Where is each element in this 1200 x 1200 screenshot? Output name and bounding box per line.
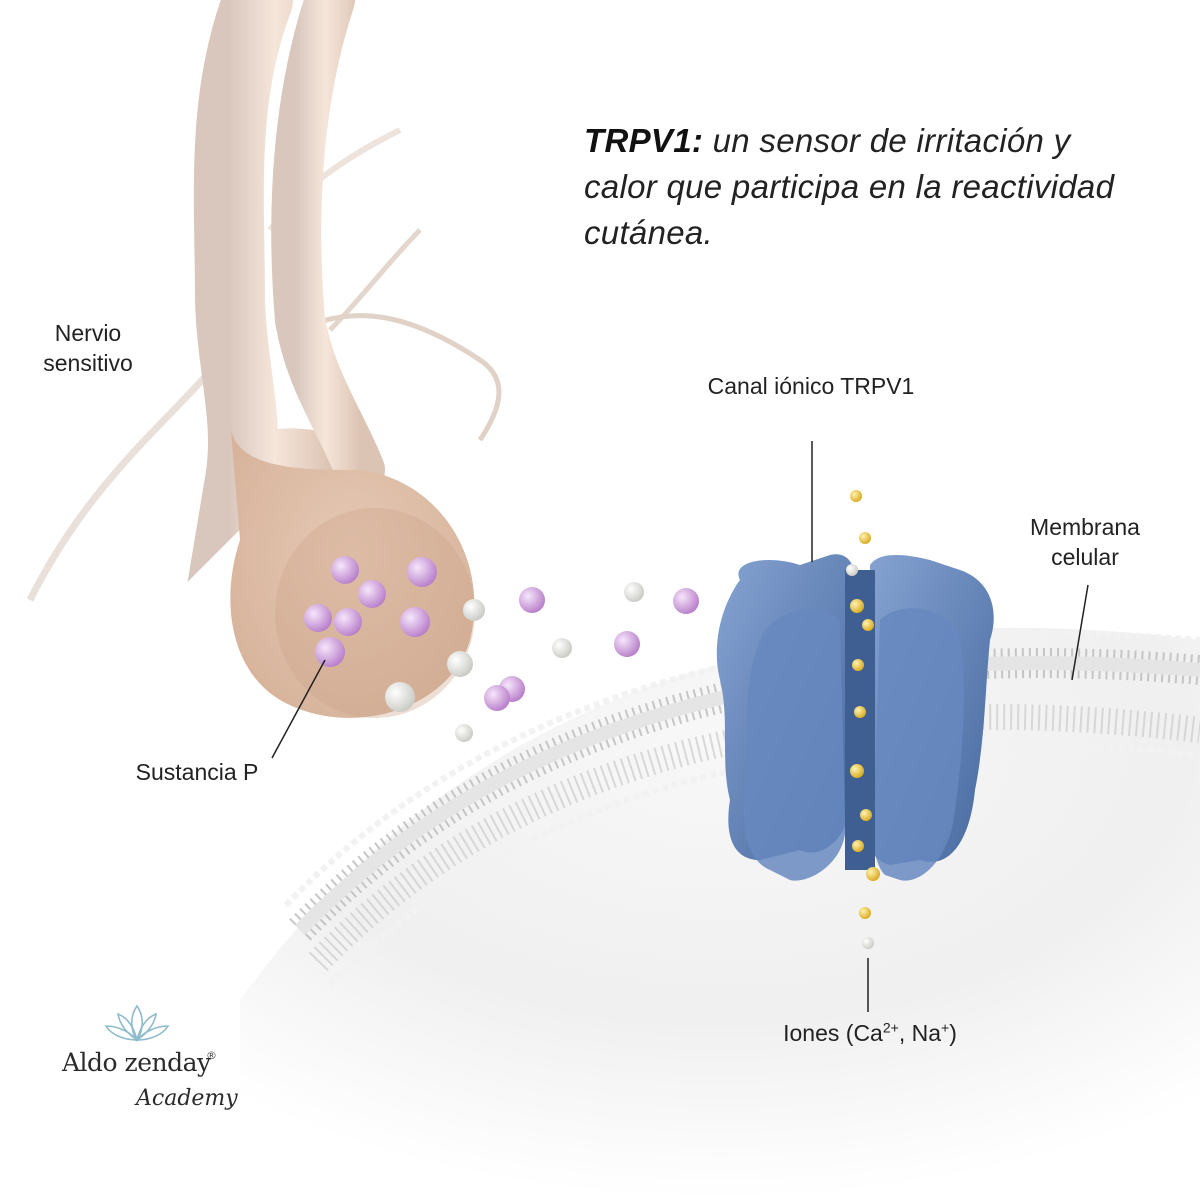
iones-prefix: Iones (Ca bbox=[783, 1020, 883, 1046]
brand-logo: Aldo zenday ® Academy bbox=[62, 1000, 282, 1130]
headline-bold: TRPV1: bbox=[584, 122, 704, 159]
logo-academy: Academy bbox=[136, 1086, 238, 1111]
iones-suffix: ) bbox=[949, 1020, 957, 1046]
lotus-icon bbox=[104, 1004, 170, 1042]
trpv1-channel bbox=[716, 554, 994, 881]
substance-p-vesicles bbox=[304, 556, 699, 742]
label-canal-ionico: Canal iónico TRPV1 bbox=[707, 373, 915, 399]
logo-registered: ® bbox=[206, 1049, 217, 1062]
iones-ca-charge: 2+ bbox=[882, 1019, 899, 1036]
ions bbox=[846, 490, 880, 949]
label-sustancia-p: Sustancia P bbox=[135, 759, 259, 785]
label-nervio-sensitivo: Nervio sensitivo bbox=[43, 320, 133, 376]
logo-name: Aldo zenday bbox=[62, 1048, 211, 1077]
label-iones: Iones (Ca2+, Na+) bbox=[720, 1018, 1020, 1048]
leader-membrana bbox=[1071, 584, 1089, 681]
headline: TRPV1: un sensor de irritación y calor q… bbox=[584, 118, 1144, 256]
headline-text: un sensor de irritación y calor que part… bbox=[584, 122, 1115, 251]
iones-mid: , Na bbox=[898, 1020, 941, 1046]
iones-na-charge: + bbox=[941, 1019, 950, 1036]
leader-sustancia bbox=[271, 659, 326, 759]
leader-lines bbox=[271, 441, 1089, 1012]
label-membrana-celular: Membrana celular bbox=[1030, 514, 1140, 570]
